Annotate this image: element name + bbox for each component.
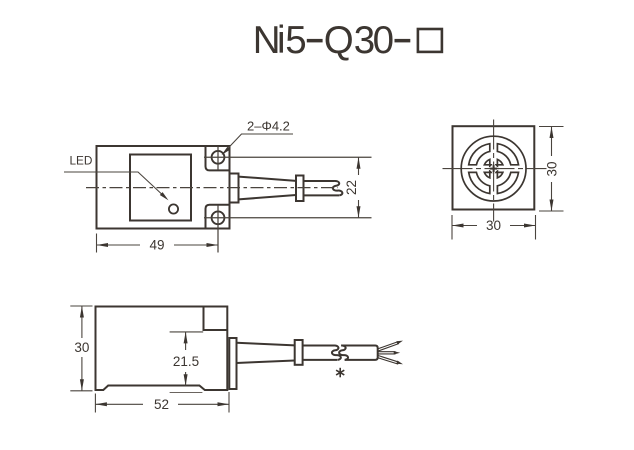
svg-text:30: 30 [74, 340, 89, 355]
svg-text:22: 22 [344, 180, 359, 195]
svg-text:LED: LED [70, 154, 93, 168]
svg-text:52: 52 [154, 397, 169, 412]
svg-text:49: 49 [149, 238, 164, 253]
svg-text:Ni5Q30: Ni5Q30 [253, 19, 394, 62]
svg-text:30: 30 [544, 161, 559, 176]
svg-text:21.5: 21.5 [173, 354, 199, 369]
svg-text:30: 30 [486, 218, 501, 233]
svg-text:2–Φ4.2: 2–Φ4.2 [247, 119, 290, 134]
